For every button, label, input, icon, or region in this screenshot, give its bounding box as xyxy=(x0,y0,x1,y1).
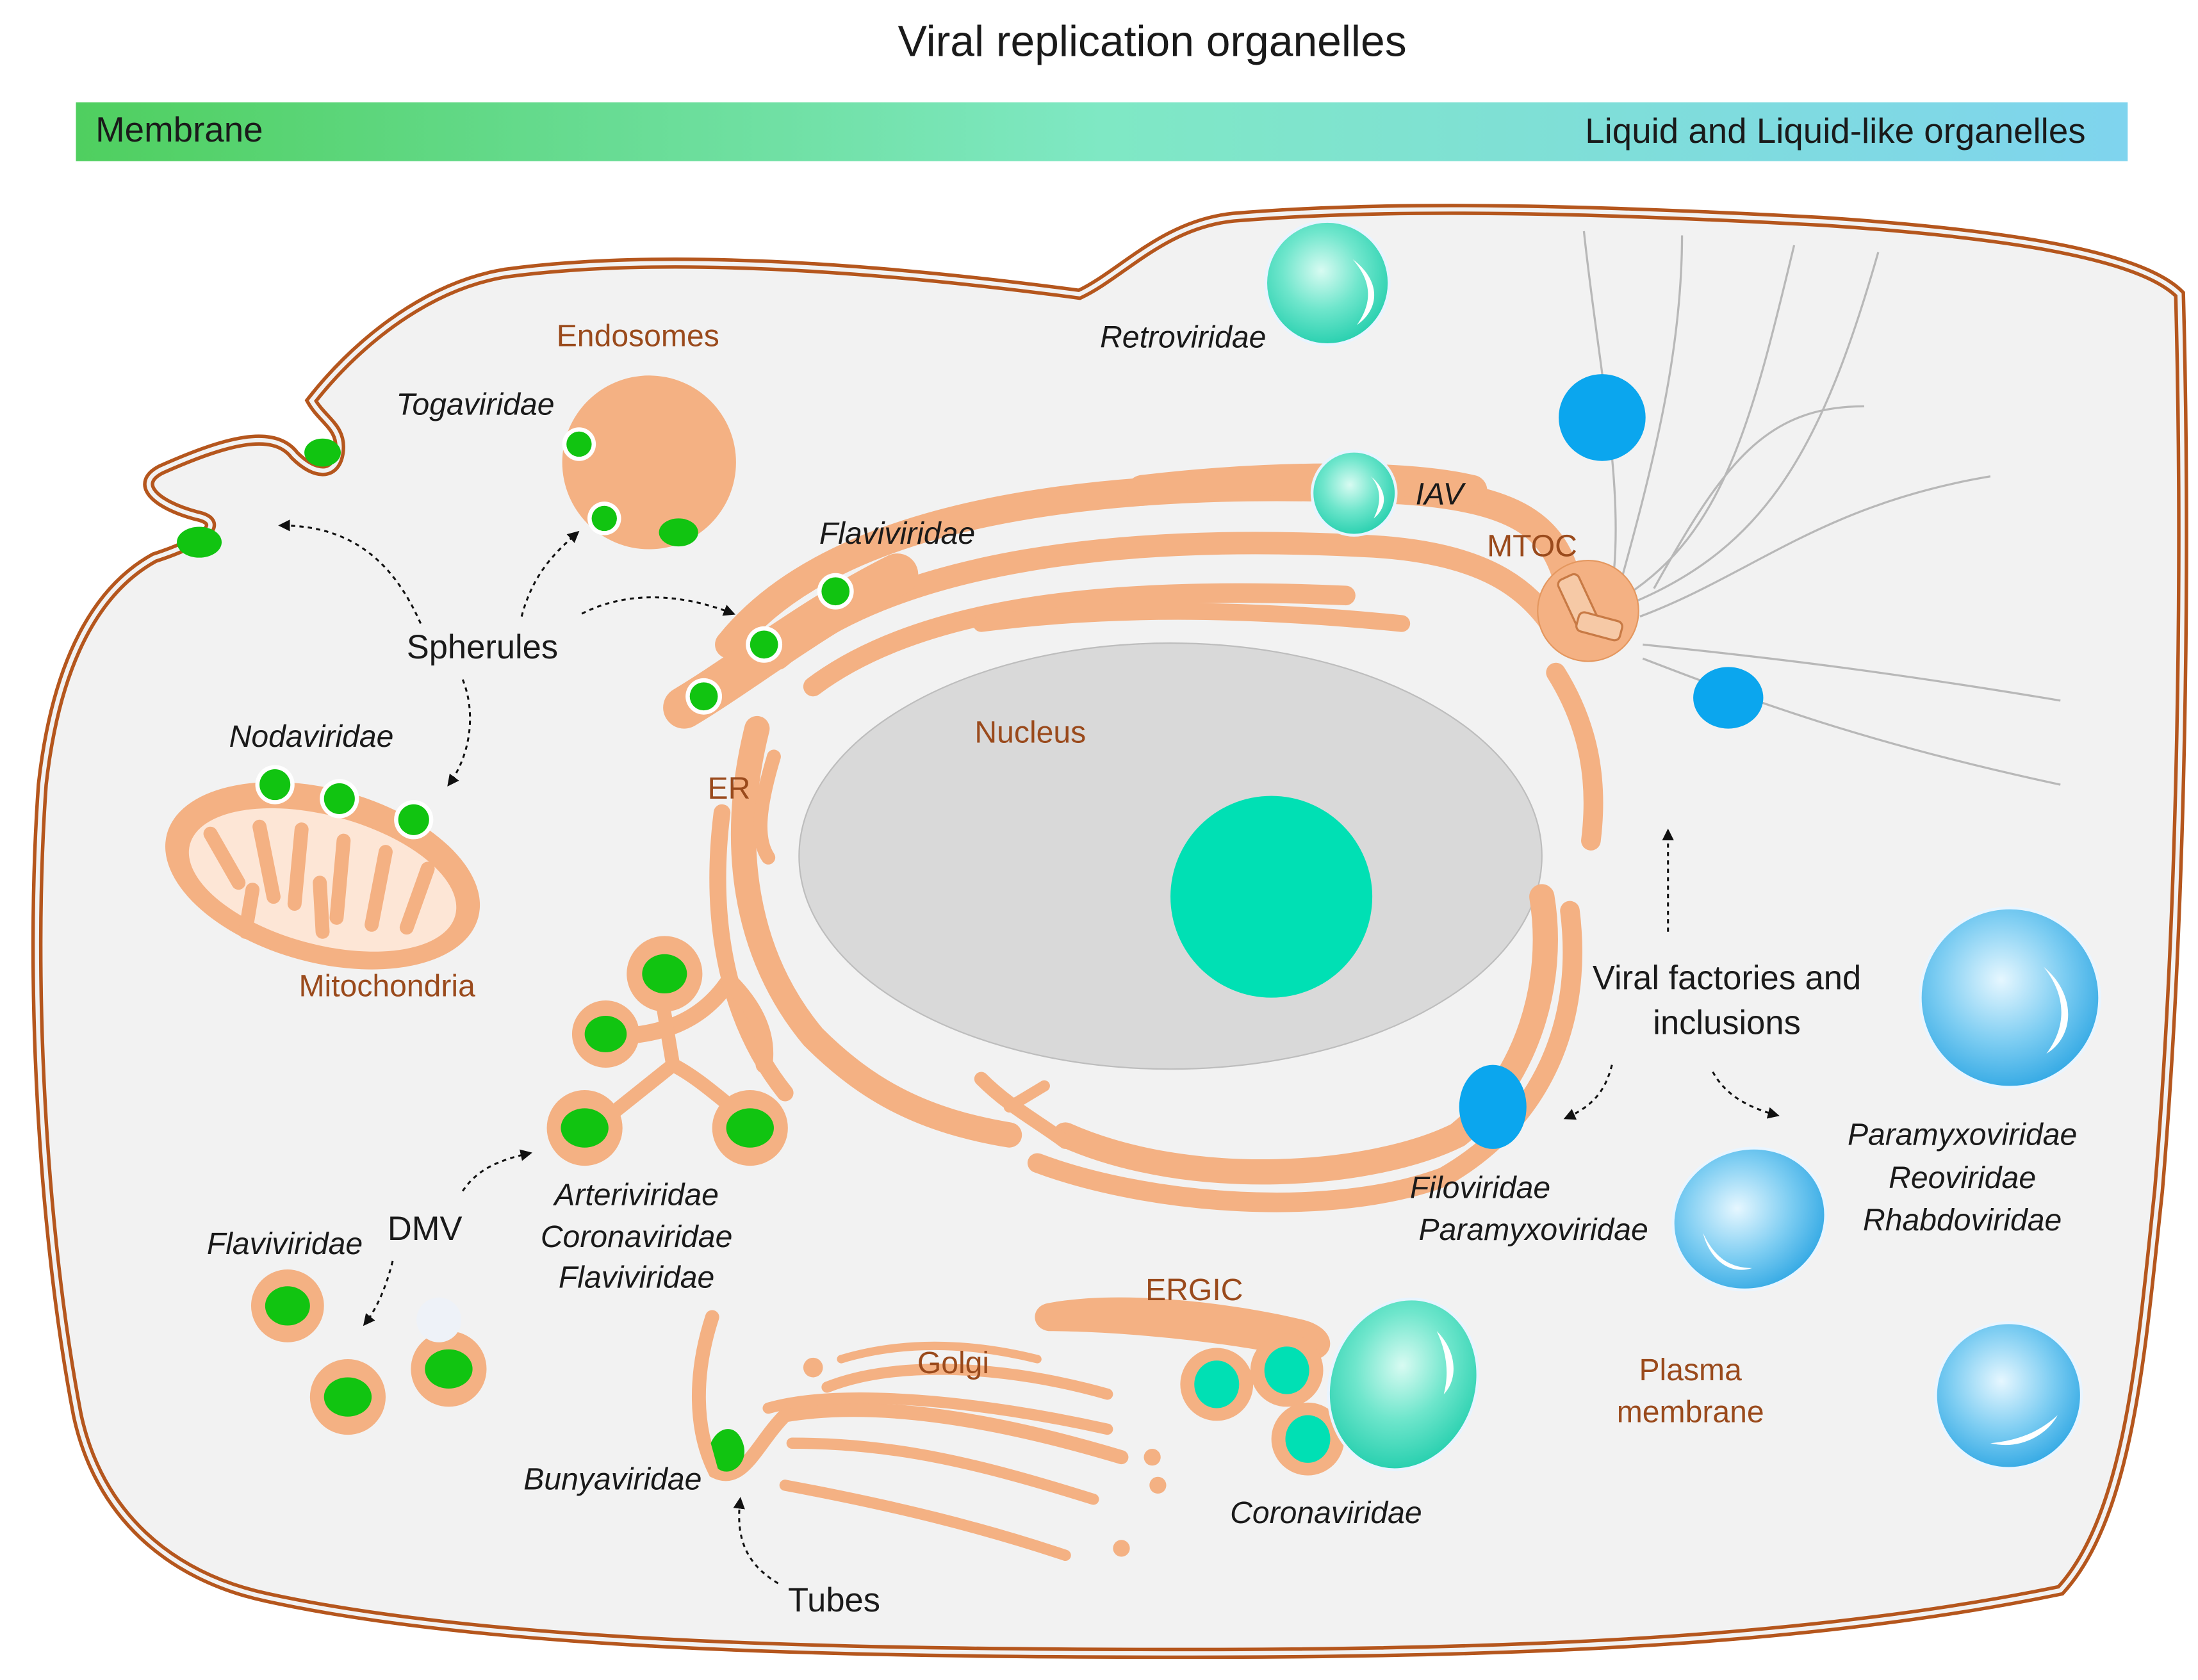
label-tubes: Tubes xyxy=(788,1581,880,1619)
golgi-vesicle xyxy=(1149,1476,1167,1494)
droplet-highlight xyxy=(1436,1331,1454,1394)
viral-factory-arrows xyxy=(1563,828,1780,1120)
ergic-vesicle-core xyxy=(1264,1346,1309,1394)
label-nodaviridae: Nodaviridae xyxy=(229,719,394,754)
label-plasma-membrane-line1: Plasma xyxy=(1639,1353,1742,1387)
membrane-spherule xyxy=(177,526,222,558)
cell-membrane-inner xyxy=(35,207,2185,1656)
label-plasma-membrane-line2: membrane xyxy=(1617,1394,1764,1429)
label-nucleus: Nucleus xyxy=(974,715,1086,749)
label-filoviridae: Filoviridae xyxy=(1410,1170,1550,1205)
spherule xyxy=(659,518,698,547)
label-er: ER xyxy=(708,771,751,806)
retroviridae-droplet xyxy=(1264,220,1391,347)
iav-droplet xyxy=(1310,450,1398,537)
label-golgi: Golgi xyxy=(917,1346,989,1380)
droplet-highlight xyxy=(1703,1233,1752,1270)
label-iav: IAV xyxy=(1416,477,1466,512)
label-flaviviridae-er: Flaviviridae xyxy=(819,516,975,551)
gradient-right-label: Liquid and Liquid-like organelles xyxy=(1585,111,2085,151)
golgi-vesicle xyxy=(803,1357,823,1378)
label-viral-factories-line2: inclusions xyxy=(1653,1004,1801,1041)
paramyxoviridae-droplet xyxy=(1919,906,2101,1089)
label-coronaviridae-dmv: Coronaviridae xyxy=(541,1219,733,1254)
label-dmv: DMV xyxy=(388,1210,463,1248)
droplet-highlight xyxy=(2043,966,2069,1054)
label-mitochondria: Mitochondria xyxy=(299,968,475,1003)
golgi-vesicle xyxy=(1144,1449,1161,1466)
label-flaviviridae-dmv: Flaviviridae xyxy=(207,1227,363,1261)
dmv-vesicle-core xyxy=(425,1349,473,1389)
golgi-apparatus xyxy=(691,1310,1129,1562)
spherule xyxy=(566,431,592,457)
ergic-vesicle-core xyxy=(1194,1360,1240,1408)
rhabdoviridae-droplet xyxy=(1934,1321,2083,1470)
gradient-bar xyxy=(76,102,2128,161)
label-flaviviridae-dmv-cluster: Flaviviridae xyxy=(559,1260,714,1294)
label-togaviridae: Togaviridae xyxy=(397,387,555,422)
membrane-spherule xyxy=(304,438,341,467)
spherule xyxy=(398,804,429,835)
droplet-highlight xyxy=(1352,259,1375,325)
nucleus xyxy=(798,642,1543,1070)
bunyaviridae-tube xyxy=(710,1429,745,1472)
label-endosomes: Endosomes xyxy=(557,318,719,353)
ergic-vesicle-core xyxy=(1285,1415,1331,1463)
label-paramyxoviridae-filo: Paramyxoviridae xyxy=(1419,1212,1648,1247)
spherule xyxy=(259,769,291,801)
golgi-vesicle xyxy=(1113,1540,1130,1557)
reoviridae-droplet xyxy=(1671,1146,1827,1292)
coronaviridae-droplet xyxy=(1327,1297,1479,1471)
label-bunyaviridae: Bunyaviridae xyxy=(523,1462,701,1496)
filoviridae-inclusion xyxy=(1459,1064,1527,1149)
mitochondrion-cristae xyxy=(203,819,435,939)
centriole-icon xyxy=(1557,573,1623,642)
tubes-arrow xyxy=(733,1497,779,1585)
nucleolus xyxy=(1170,795,1373,998)
label-paramyxoviridae: Paramyxoviridae xyxy=(1848,1117,2077,1152)
dmv-vesicle-faint xyxy=(416,1297,462,1342)
inclusion-body xyxy=(1693,667,1764,729)
label-retroviridae: Retroviridae xyxy=(1100,320,1266,355)
droplet-highlight xyxy=(1370,476,1384,519)
label-rhabdoviridae: Rhabdoviridae xyxy=(1863,1203,2062,1237)
ergic xyxy=(1035,1297,1331,1360)
diagram-title: Viral replication organelles xyxy=(898,18,1407,66)
label-coronaviridae-ergic: Coronaviridae xyxy=(1230,1496,1422,1530)
dmv-vesicle-core xyxy=(265,1286,310,1326)
microtubules xyxy=(1582,231,2061,786)
spherule xyxy=(591,505,617,532)
spherule xyxy=(689,682,718,711)
label-ergic: ERGIC xyxy=(1145,1273,1243,1307)
droplet-highlight xyxy=(1990,1415,2058,1446)
spherule xyxy=(821,577,850,606)
label-viral-factories-line1: Viral factories and xyxy=(1593,959,1861,997)
spherule xyxy=(750,630,778,659)
spherule-arrows xyxy=(278,519,735,787)
label-arteriviridae: Arteriviridae xyxy=(552,1177,719,1212)
dmv-vesicle-core xyxy=(324,1377,372,1417)
dmv-arrows xyxy=(363,1149,532,1326)
label-mtoc: MTOC xyxy=(1487,528,1577,563)
gradient-left-label: Membrane xyxy=(95,110,263,149)
spherule xyxy=(324,783,355,815)
dmv-cluster xyxy=(546,936,788,1166)
label-spherules: Spherules xyxy=(407,628,558,666)
inclusion-body xyxy=(1559,374,1646,461)
label-reoviridae: Reoviridae xyxy=(1889,1161,2036,1195)
